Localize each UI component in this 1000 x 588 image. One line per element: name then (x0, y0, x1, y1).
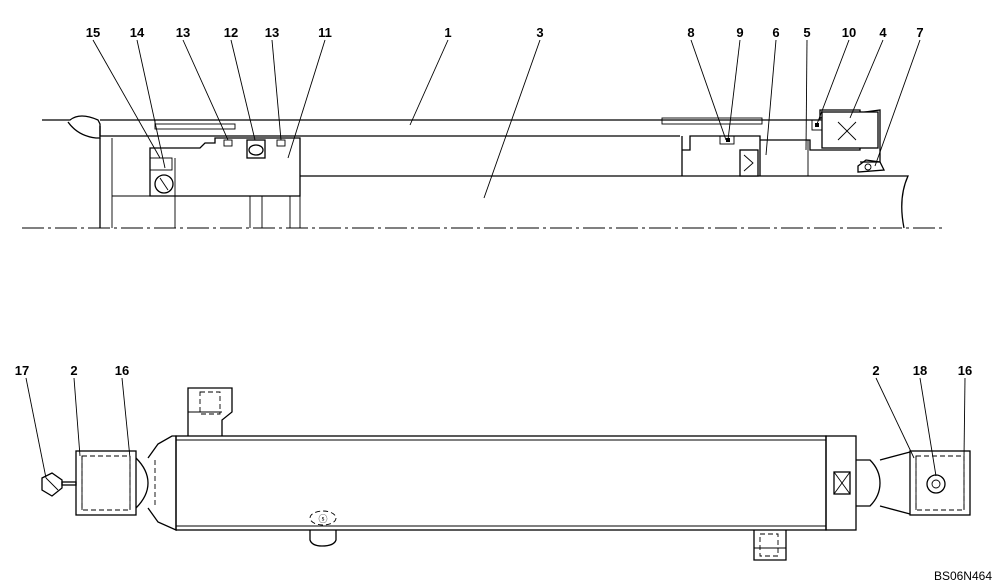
bottom-boss-hidden (309, 510, 337, 526)
upper-leader-lines (92, 39, 921, 199)
dust-seal-7-core (864, 163, 872, 171)
backup-ring-13b (276, 139, 286, 147)
callout-2-left: 2 (70, 363, 77, 378)
callout-13-left: 13 (176, 25, 190, 40)
bushing-6-mark (743, 154, 754, 172)
svg-text:ⓢ: ⓢ (318, 514, 327, 524)
callout-2-right: 2 (872, 363, 879, 378)
rod-end (825, 435, 911, 531)
rod-neck-taper (879, 451, 911, 515)
callout-13-right: 13 (265, 25, 279, 40)
o-ring-10-core (815, 123, 819, 127)
nut-14 (149, 157, 173, 171)
left-bushing-2 (81, 455, 131, 511)
callout-4: 4 (879, 25, 887, 40)
rod-cover (681, 109, 881, 176)
bushing-6 (739, 149, 759, 177)
lower-leader-lines (25, 377, 966, 479)
callout-12: 12 (224, 25, 238, 40)
head-flange (147, 435, 177, 532)
dust-seal-7 (857, 159, 886, 173)
left-clevis (41, 435, 177, 532)
bottom-boss-body (309, 530, 337, 547)
barrel-groove-left (154, 123, 236, 130)
grease-fitting-18 (926, 474, 946, 494)
callout-5: 5 (803, 25, 810, 40)
left-eye-boss (75, 450, 137, 516)
bottom-port (753, 530, 787, 561)
port-block-bottom (753, 530, 787, 561)
callout-3: 3 (536, 25, 543, 40)
grease-fitting-17 (41, 472, 63, 497)
callout-15: 15 (86, 25, 100, 40)
callout-8: 8 (687, 25, 694, 40)
callout-9: 9 (736, 25, 743, 40)
barrel-groove-right (661, 117, 763, 125)
rod-wrench-flat (833, 471, 851, 495)
rod-collar (825, 435, 857, 531)
steel-ball-mark (159, 177, 169, 191)
barrel-left-swell (67, 121, 101, 139)
port-block-top (187, 387, 233, 436)
port-block-bottom-bore (759, 533, 779, 557)
callout-10: 10 (842, 25, 856, 40)
backup-ring-13a (223, 139, 233, 147)
barrel-tube (42, 115, 821, 137)
callout-16-right: 16 (958, 363, 972, 378)
rod-cover-4-x2 (837, 121, 857, 141)
reference-code: BS06N464 (934, 569, 992, 583)
bottom-boss: ⓢ (309, 510, 337, 547)
upper-section-view: 15 14 13 12 13 11 1 3 8 9 6 5 10 4 7 (22, 25, 945, 229)
cylinder-barrel (175, 435, 827, 531)
callout-1: 1 (444, 25, 451, 40)
top-port (187, 387, 233, 436)
rod-neck (856, 459, 881, 507)
callout-17: 17 (15, 363, 29, 378)
left-neck (135, 457, 149, 509)
right-clevis (909, 450, 971, 516)
callout-16-left: 16 (115, 363, 129, 378)
callout-7: 7 (916, 25, 923, 40)
lower-exterior-view: ⓢ (15, 363, 972, 561)
piston-body (149, 137, 301, 197)
callout-11: 11 (318, 25, 332, 40)
piston-rod (300, 175, 910, 229)
callout-14: 14 (130, 25, 145, 40)
port-block-top-bore (199, 391, 221, 415)
callout-6: 6 (772, 25, 779, 40)
grease-fitting-stem (61, 481, 77, 486)
seal-ring-12-core (248, 144, 264, 156)
right-eye-boss (909, 450, 971, 516)
callout-18: 18 (913, 363, 927, 378)
seal-9 (719, 135, 735, 145)
